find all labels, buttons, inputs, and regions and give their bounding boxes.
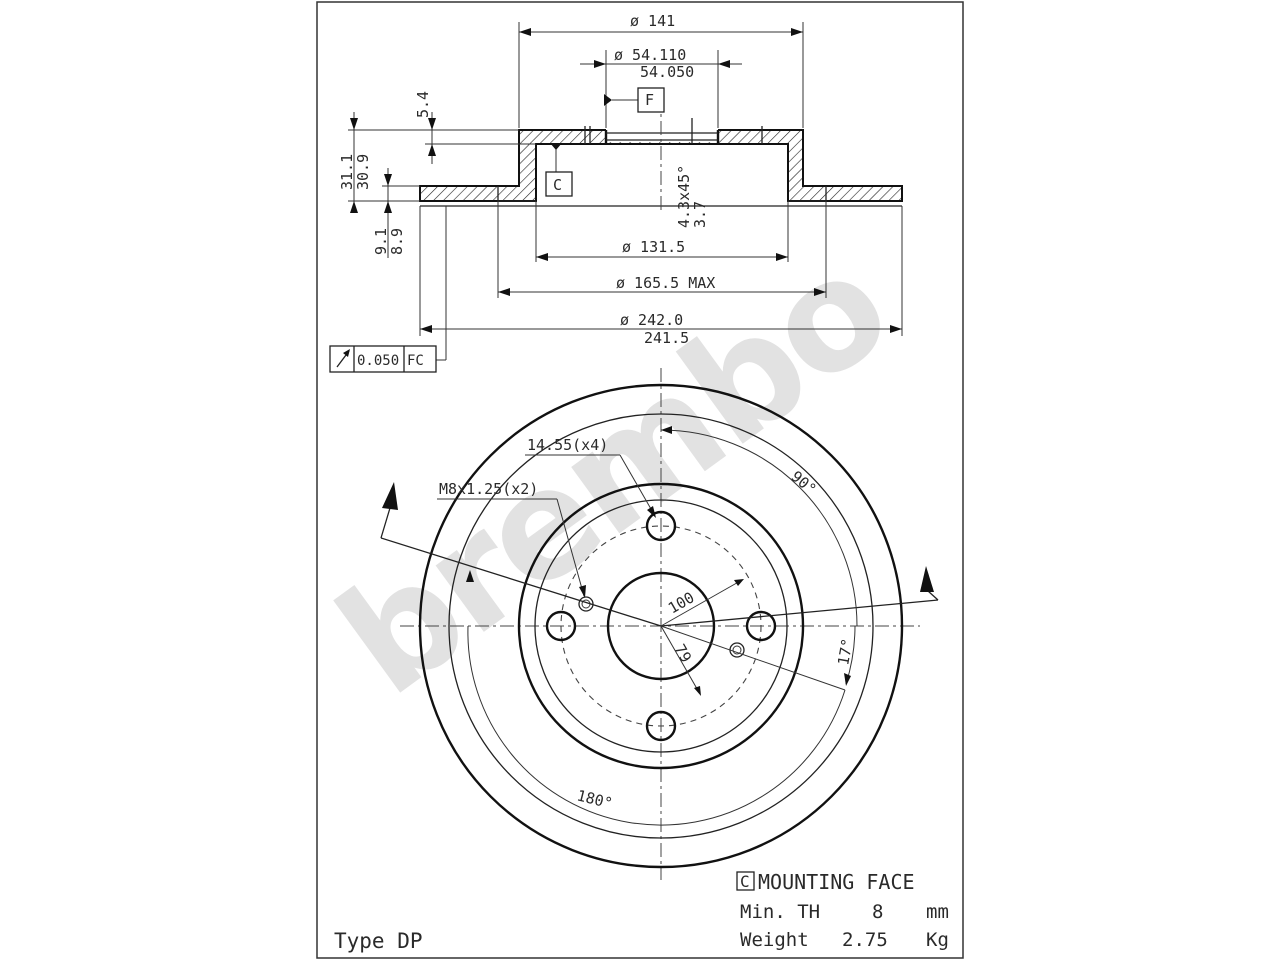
bolt-hole-right xyxy=(745,610,777,642)
dim-diameter-54-110: ø 54.110 xyxy=(614,46,686,64)
weight-unit: Kg xyxy=(926,929,949,951)
runout-reference: FC xyxy=(407,353,424,369)
section-arrow-right-icon xyxy=(920,566,934,592)
runout-value: 0.050 xyxy=(357,353,399,369)
hat-outer-circle xyxy=(517,482,805,770)
hub-diameter-label: 79 xyxy=(671,641,696,666)
datum-c-box xyxy=(545,171,573,197)
thread-size-label: M8x1.25(x2) xyxy=(439,480,538,498)
centre-bore xyxy=(606,571,716,681)
dim-thickness-9-1: 9.1 xyxy=(372,228,390,255)
dim-diameter-131-5: ø 131.5 xyxy=(622,238,685,256)
angle-17-label: 17° xyxy=(834,637,856,667)
legend: C MOUNTING FACE Min. TH 8 mm Weight 2.75… xyxy=(736,870,949,951)
disc-type-label: Type DP xyxy=(334,929,423,953)
dim-thickness-5-4: 5.4 xyxy=(414,91,432,118)
dim-height-30-9: 30.9 xyxy=(354,154,372,190)
angle-90-label: 90° xyxy=(787,467,819,498)
bolt-hole-top xyxy=(645,510,677,542)
dim-diameter-242-0: ø 242.0 xyxy=(620,311,683,329)
dim-diameter-141: ø 141 xyxy=(630,12,675,30)
mounting-face-label: MOUNTING FACE xyxy=(758,870,915,894)
min-thickness-unit: mm xyxy=(926,901,949,923)
angle-arc-180 xyxy=(467,625,846,826)
braking-surface-inner xyxy=(448,413,874,839)
datum-f-box xyxy=(637,87,665,113)
angle-arc-90 xyxy=(660,429,858,627)
dim-diameter-165-5-max: ø 165.5 MAX xyxy=(616,274,715,292)
weight-value: 2.75 xyxy=(842,929,888,951)
thread-hole-right xyxy=(729,642,745,658)
min-thickness-value: 8 xyxy=(872,901,883,923)
face-view: 14.55(x4) M8x1.25(x2) 90° 17° 180° 100 xyxy=(380,368,939,880)
hat-inner-circle xyxy=(534,499,788,753)
angle-180-label: 180° xyxy=(575,786,614,812)
dim-chamfer-4-3x45: 4.3x45° xyxy=(675,165,693,228)
min-thickness-label: Min. TH xyxy=(740,901,820,923)
mounting-face-symbol-box xyxy=(736,871,755,891)
pcd-circle xyxy=(560,525,762,727)
dim-thickness-8-9: 8.9 xyxy=(388,228,406,255)
pcd-label: 100 xyxy=(665,588,697,617)
disc-outer-edge xyxy=(418,383,904,869)
hole-diameter-label: 14.55(x4) xyxy=(527,436,608,454)
dim-height-31-1: 31.1 xyxy=(338,154,356,190)
bolt-hole-left xyxy=(545,610,577,642)
mounting-face-symbol: C xyxy=(740,872,750,891)
dim-diameter-241-5: 241.5 xyxy=(644,329,689,347)
section-arrow-left-icon xyxy=(382,482,398,510)
weight-label: Weight xyxy=(740,929,809,951)
section-view: ø 141 ø 54.110 54.050 F C 5.4 31.1 30 xyxy=(329,12,903,373)
centre-bore-gap xyxy=(606,128,718,142)
dim-diameter-54-050: 54.050 xyxy=(640,63,694,81)
datum-c-label: C xyxy=(553,176,562,194)
drawing-frame xyxy=(316,1,964,959)
dim-chamfer-3-7: 3.7 xyxy=(691,201,709,228)
bolt-hole-bottom xyxy=(645,710,677,742)
datum-f-label: F xyxy=(645,91,654,109)
